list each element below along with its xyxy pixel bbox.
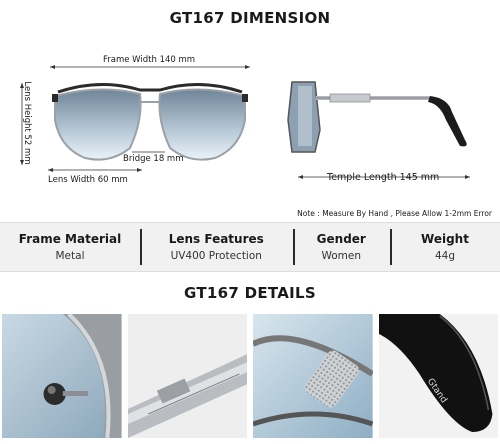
frame-width-label: Frame Width 140 mm [103, 55, 196, 65]
spec-bar: Frame Material Metal Lens Features UV400… [0, 222, 500, 272]
spec-title: Lens Features [168, 232, 264, 246]
detail-photo-texture [253, 314, 373, 438]
spec-value: Women [321, 250, 362, 262]
spec-lens-features: Lens Features UV400 Protection [140, 223, 293, 271]
measurement-note: Note : Measure By Hand , Please Allow 1-… [297, 209, 492, 218]
front-view-diagram [20, 65, 250, 172]
dimension-title: GT167 DIMENSION [169, 9, 331, 27]
spec-value: 44g [434, 250, 456, 262]
spec-title: Gender [316, 232, 366, 246]
detail-photos: Gtand [2, 314, 498, 438]
detail-photo-nosepad [2, 314, 122, 438]
temple-length-label: Temple Length 145 mm [327, 172, 440, 183]
side-view-diagram [287, 81, 470, 179]
detail-photo-temple-tip: Gtand [378, 314, 498, 438]
spec-title: Weight [421, 232, 469, 246]
spec-value: Metal [55, 250, 85, 262]
detail-photo-hinge [127, 314, 247, 438]
spec-value: UV400 Protection [170, 250, 262, 262]
spec-frame-material: Frame Material Metal [0, 223, 140, 271]
lens-width-label: Lens Width 60 mm [48, 175, 128, 185]
spec-weight: Weight 44g [390, 223, 500, 271]
spec-title: Frame Material [18, 232, 122, 246]
details-title: GT167 DETAILS [183, 284, 317, 302]
lens-height-label: Lens Height 52 mm [22, 81, 32, 165]
bridge-label: Bridge 18 mm [123, 154, 184, 164]
spec-gender: Gender Women [292, 223, 391, 271]
